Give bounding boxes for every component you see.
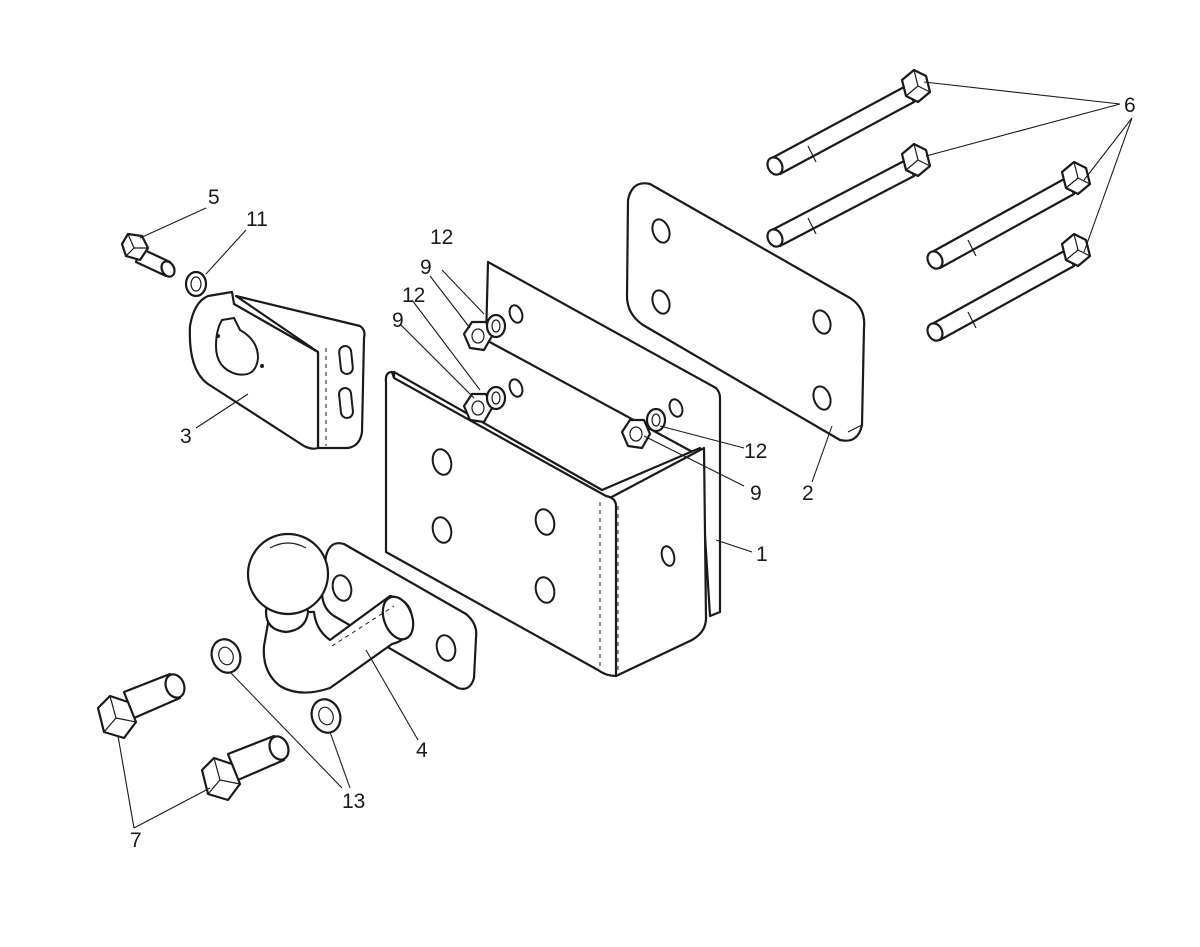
part-7-hex-bolt xyxy=(96,672,186,740)
callout-9-upper: 9 xyxy=(420,256,432,279)
callout-5: 5 xyxy=(208,186,220,209)
long-bolt xyxy=(926,160,1092,270)
part-6-long-bolts xyxy=(766,68,1092,342)
long-bolt xyxy=(766,142,932,248)
part-5-small-bolt xyxy=(120,232,176,278)
part-13-washer xyxy=(210,638,242,674)
callout-labels: 1 2 3 4 5 6 7 9 9 9 11 12 12 12 13 xyxy=(130,94,1136,852)
leader-lines xyxy=(117,81,1133,829)
part-9-nut-right xyxy=(620,418,652,450)
part-13-washer xyxy=(310,698,342,734)
callout-12-upper: 12 xyxy=(430,226,453,249)
part-12-washer-lower xyxy=(485,385,507,411)
callout-13: 13 xyxy=(342,790,365,813)
part-4-tow-ball xyxy=(246,532,478,694)
long-bolt xyxy=(926,232,1092,342)
part-1-box-bracket xyxy=(384,260,722,678)
part-7-hex-bolt xyxy=(200,734,290,802)
callout-12-right: 12 xyxy=(744,440,767,463)
callout-9-right: 9 xyxy=(750,482,762,505)
callout-7: 7 xyxy=(130,829,142,852)
part-3-angle-bracket xyxy=(188,290,366,450)
callout-12-lower: 12 xyxy=(402,284,425,307)
callout-6: 6 xyxy=(1124,94,1136,117)
part-12-washer-upper xyxy=(485,313,507,339)
long-bolt xyxy=(766,68,932,176)
callout-11: 11 xyxy=(246,208,268,231)
part-12-washer-right xyxy=(645,407,667,433)
part-2-mounting-plate xyxy=(625,182,866,442)
callout-9-lower: 9 xyxy=(392,309,404,332)
callout-1: 1 xyxy=(756,543,768,566)
callout-3: 3 xyxy=(180,425,192,448)
part-11-washer xyxy=(184,270,208,298)
callout-4: 4 xyxy=(416,739,428,762)
callout-2: 2 xyxy=(802,482,814,505)
part-9-nut-lower xyxy=(462,392,494,424)
